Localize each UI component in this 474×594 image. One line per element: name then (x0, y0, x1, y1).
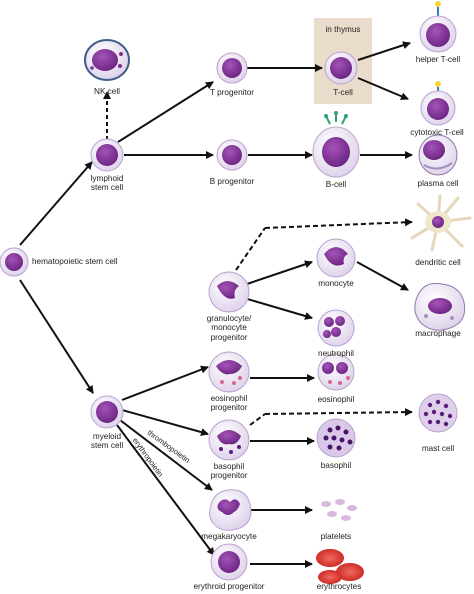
b-progenitor-cell (216, 139, 248, 171)
eosinophil-cell (317, 353, 355, 391)
helper-t-cell (419, 1, 457, 53)
platelets-cluster (321, 499, 357, 521)
lymphoid-stem-cell (90, 138, 124, 172)
label-baso-prog-line2: progenitor (210, 471, 248, 481)
erythrocytes-cluster (316, 549, 364, 584)
label-nk-cell: NK cell (94, 87, 120, 96)
label-basophil-progenitor: basophil progenitor (200, 462, 258, 481)
label-monocyte: monocyte (318, 279, 354, 288)
label-myeloid-line1: myeloid (92, 432, 122, 441)
dendritic-cell (410, 194, 472, 252)
label-myeloid-stem-cell: myeloid stem cell (84, 432, 130, 451)
t-progenitor-cell (216, 52, 248, 84)
label-baso-prog-line1: basophil (213, 462, 245, 471)
label-mast-cell: mast cell (421, 444, 455, 453)
label-basophil: basophil (320, 461, 352, 470)
cytotoxic-t-cell (420, 81, 456, 126)
label-erythroid-progenitor: erythroid progenitor (193, 582, 265, 591)
hsc-cell (0, 247, 29, 277)
label-t-cell: T-cell (333, 88, 353, 97)
label-eos-prog-line2: progenitor (210, 403, 248, 413)
myeloid-stem-cell (90, 395, 124, 429)
label-macrophage: macrophage (415, 329, 461, 338)
label-platelets: platelets (320, 532, 352, 541)
label-eosinophil: eosinophil (317, 395, 355, 404)
label-eosinophil-progenitor: eosinophil progenitor (200, 394, 258, 413)
b-cell (312, 111, 360, 178)
label-myeloid-line2: stem cell (90, 441, 124, 451)
label-lymphoid-line1: lymphoid (90, 174, 124, 183)
label-gm-progenitor: granulocyte/ monocyte progenitor (196, 314, 262, 342)
label-eos-prog-line1: eosinophil (210, 394, 248, 403)
label-plasma-cell: plasma cell (417, 179, 459, 188)
erythroid-progenitor-cell (210, 543, 248, 581)
eosinophil-progenitor-cell (208, 351, 250, 393)
label-in-thymus: in thymus (325, 25, 361, 34)
label-hematopoietic-stem-cell: hematopoietic stem cell (32, 257, 118, 266)
label-b-cell: B-cell (325, 180, 347, 189)
label-cytotoxic-t-cell: cytotoxic T-cell (410, 128, 464, 137)
label-lymphoid-line2: stem cell (90, 183, 124, 193)
basophil-progenitor-cell (208, 419, 250, 461)
label-megakaryocyte: megakaryocyte (201, 532, 257, 541)
label-gm-line3: progenitor (210, 332, 248, 342)
macrophage-cell (414, 282, 466, 331)
basophil-cell (316, 418, 356, 458)
mast-cell (418, 393, 458, 433)
monocyte-cell (316, 238, 356, 278)
label-gm-line1: granulocyte/ (206, 314, 252, 323)
neutrophil-cell (317, 309, 355, 347)
gm-progenitor-cell (208, 271, 250, 313)
label-helper-t-cell: helper T-cell (415, 55, 461, 64)
connector-lines (19, 41, 413, 568)
label-b-progenitor: B progenitor (209, 177, 255, 186)
megakaryocyte-cell (209, 489, 252, 531)
plasma-cell (418, 134, 458, 176)
label-dendritic-cell: dendritic cell (415, 258, 461, 267)
label-lymphoid-stem-cell: lymphoid stem cell (84, 174, 130, 193)
t-cell (324, 51, 358, 85)
nk-cell (84, 39, 130, 81)
label-gm-line2: monocyte (211, 323, 247, 333)
label-erythrocytes: erythrocytes (316, 582, 362, 591)
label-neutrophil: neutrophil (318, 349, 354, 358)
label-t-progenitor: T progenitor (210, 88, 254, 97)
